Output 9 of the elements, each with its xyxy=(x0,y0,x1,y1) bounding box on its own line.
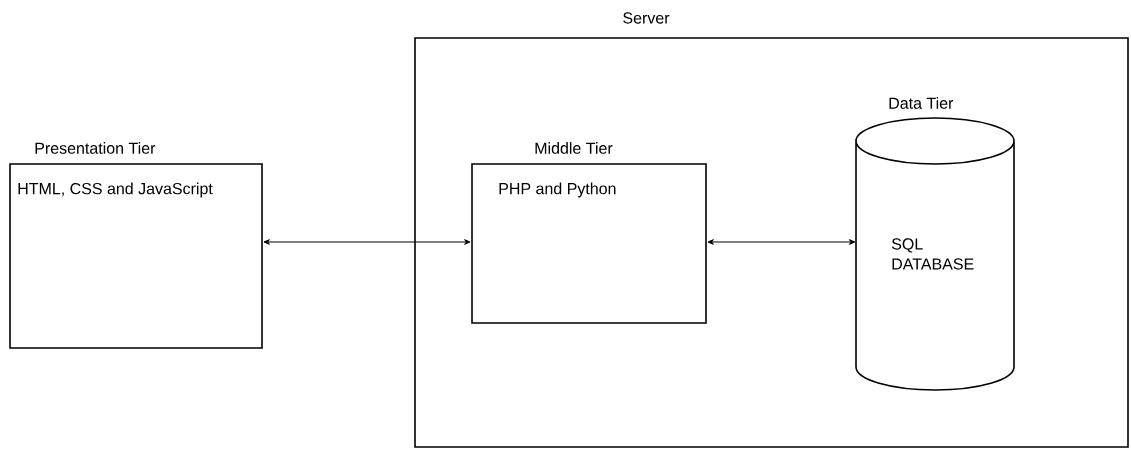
frame-heading: Server xyxy=(623,12,670,24)
box-text: SQL DATABASE xyxy=(891,238,974,270)
double-arrow xyxy=(707,239,856,245)
box-text: PHP and Python xyxy=(499,182,616,198)
box-heading: Presentation Tier xyxy=(35,142,156,154)
box-heading: Middle Tier xyxy=(535,142,613,154)
box-text: HTML, CSS and JavaScript xyxy=(18,182,213,198)
cylinder-heading: Data Tier xyxy=(889,97,954,109)
double-arrow xyxy=(263,239,471,245)
